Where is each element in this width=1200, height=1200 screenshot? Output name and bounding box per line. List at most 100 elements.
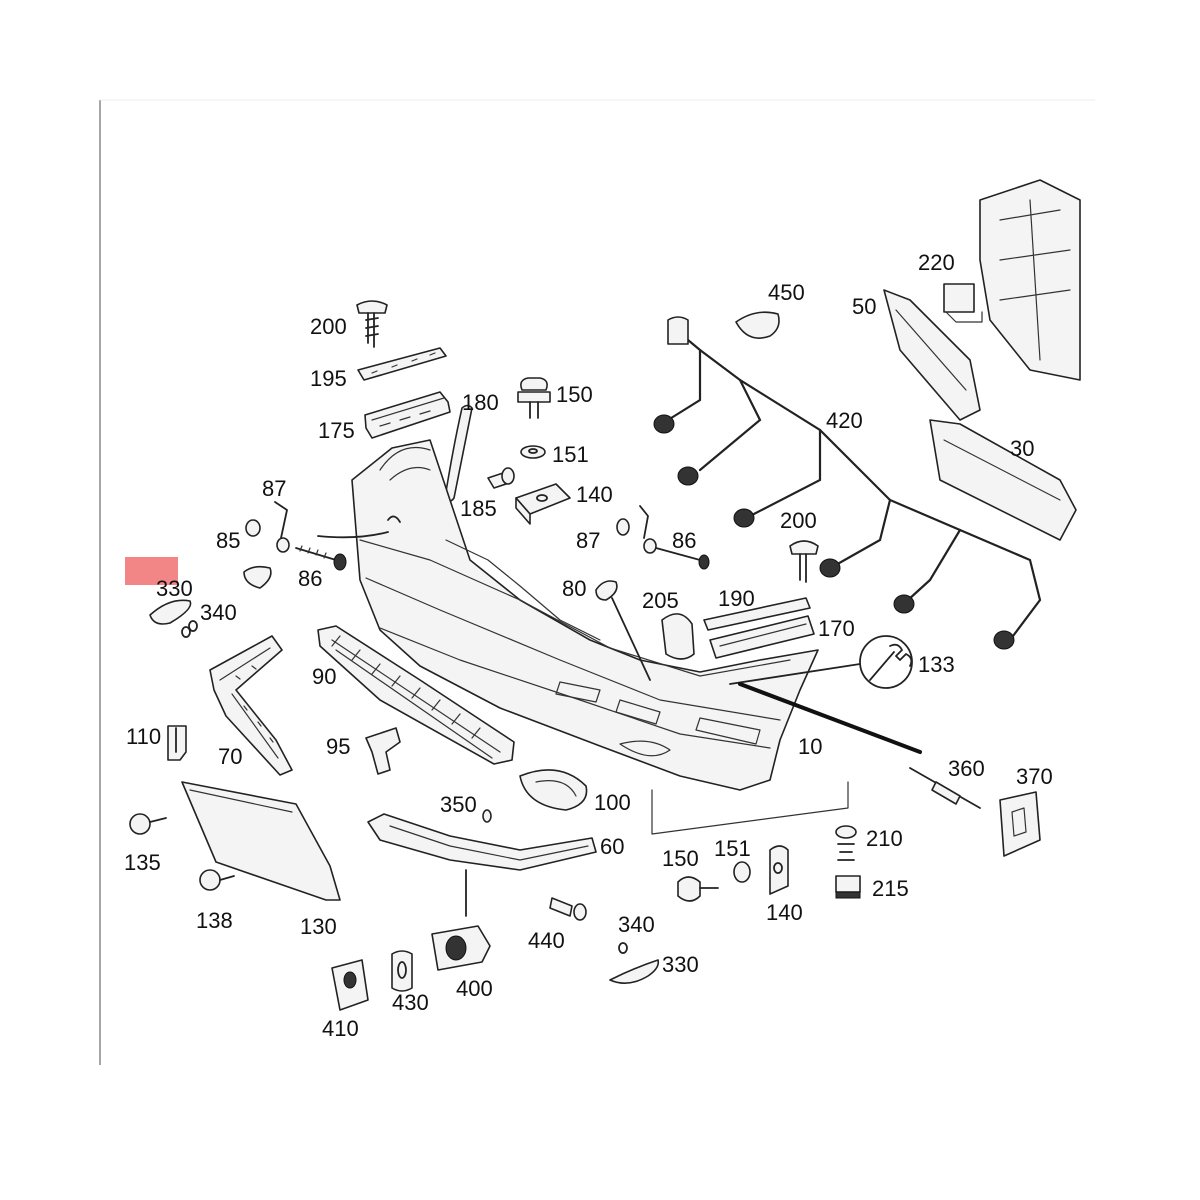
bracket-190-graphic xyxy=(703,597,811,631)
label-140-bot: 140 xyxy=(766,900,803,925)
label-151-top: 151 xyxy=(552,442,589,467)
label-138: 138 xyxy=(196,908,233,933)
label-360: 360 xyxy=(948,756,985,781)
bolt-200-top-graphic xyxy=(356,300,388,348)
label-95: 95 xyxy=(326,734,350,759)
label-86-left: 86 xyxy=(298,566,322,591)
label-135: 135 xyxy=(124,850,161,875)
label-80: 80 xyxy=(562,576,586,601)
sensor-410-graphic xyxy=(331,959,369,1011)
screw-86-mid-graphic xyxy=(655,547,710,570)
clip-185-graphic xyxy=(487,467,515,489)
clip-87-left-graphic xyxy=(245,501,290,553)
ring-430-graphic xyxy=(391,950,413,992)
label-400: 400 xyxy=(456,976,493,1001)
label-70: 70 xyxy=(218,744,242,769)
label-90: 90 xyxy=(312,664,336,689)
bracket-70-graphic xyxy=(209,635,293,776)
leader-133 xyxy=(729,663,861,685)
label-200-top: 200 xyxy=(310,314,347,339)
cap-left-graphic xyxy=(243,565,272,589)
washer-nozzle-cap-left-graphic xyxy=(149,599,198,638)
bracket-110-graphic xyxy=(167,725,187,761)
carrier-frame-graphic xyxy=(979,179,1081,381)
label-340-bot: 340 xyxy=(618,912,655,937)
label-85: 85 xyxy=(216,528,240,553)
label-150-top: 150 xyxy=(556,382,593,407)
bracket-220-graphic xyxy=(943,283,983,323)
wiring-harness-420-graphic xyxy=(653,316,1042,650)
label-30: 30 xyxy=(1010,436,1034,461)
bracket-195-graphic xyxy=(357,347,447,381)
label-215: 215 xyxy=(872,876,909,901)
label-10: 10 xyxy=(798,734,822,759)
license-plate-130-graphic xyxy=(181,781,341,901)
nut-140-bot-graphic xyxy=(769,845,789,895)
bracket-175-graphic xyxy=(364,391,451,439)
absorber-30-graphic xyxy=(929,419,1077,541)
label-195: 195 xyxy=(310,366,347,391)
bumper-cover-10-graphic xyxy=(351,439,819,791)
bracket-370-graphic xyxy=(999,791,1041,857)
label-350: 350 xyxy=(440,792,477,817)
label-205: 205 xyxy=(642,588,679,613)
cable-360 xyxy=(738,682,922,754)
wire-86-left xyxy=(317,531,389,539)
bolt-210-graphic xyxy=(835,825,857,861)
sensor-440-graphic xyxy=(549,897,587,921)
sensor-rod-360-graphic xyxy=(909,767,981,809)
label-140-top: 140 xyxy=(576,482,613,507)
label-86-mid: 86 xyxy=(672,528,696,553)
label-200-mid: 200 xyxy=(780,508,817,533)
bolt-200-mid-graphic xyxy=(789,540,819,583)
highlight-marker xyxy=(125,557,178,585)
label-410: 410 xyxy=(322,1016,359,1041)
label-430: 430 xyxy=(392,990,429,1015)
bracket-205-graphic xyxy=(661,613,695,660)
label-190: 190 xyxy=(718,586,755,611)
fog-cover-100-graphic xyxy=(519,769,588,811)
label-87-left: 87 xyxy=(262,476,286,501)
washer-151-bot-graphic xyxy=(733,861,751,883)
grille-90-graphic xyxy=(317,625,515,765)
bracket-50-graphic xyxy=(883,289,981,421)
washer-nozzle-cap-bot-graphic xyxy=(609,942,660,984)
clip-87-mid-graphic xyxy=(616,505,657,554)
label-150-bot: 150 xyxy=(662,846,699,871)
label-340-left: 340 xyxy=(200,600,237,625)
label-210: 210 xyxy=(866,826,903,851)
clip-350-graphic xyxy=(482,809,492,823)
nut-140-top-graphic xyxy=(515,483,571,525)
strip-180-graphic xyxy=(444,404,473,502)
label-450: 450 xyxy=(768,280,805,305)
label-370: 370 xyxy=(1016,764,1053,789)
nut-215-graphic xyxy=(835,875,861,899)
strip-60-graphic xyxy=(367,813,597,871)
label-170: 170 xyxy=(818,616,855,641)
label-60: 60 xyxy=(600,834,624,859)
bolt-150-bot-graphic xyxy=(677,876,719,902)
label-133: 133 xyxy=(918,652,955,677)
sensor-400-graphic xyxy=(431,925,491,971)
clip-135-graphic xyxy=(129,813,167,835)
label-180: 180 xyxy=(462,390,499,415)
screw-86-left-graphic xyxy=(295,545,347,571)
washer-151-top-graphic xyxy=(520,445,546,459)
label-87-mid: 87 xyxy=(576,528,600,553)
bracket-170-graphic xyxy=(709,615,815,659)
leader-87-left xyxy=(387,515,401,523)
bolt-150-top-graphic xyxy=(517,377,551,419)
label-330-left: 330 xyxy=(156,576,193,601)
module-450-graphic xyxy=(735,311,780,339)
label-330-bot: 330 xyxy=(662,952,699,977)
label-50: 50 xyxy=(852,294,876,319)
label-100: 100 xyxy=(594,790,631,815)
label-151-bot: 151 xyxy=(714,836,751,861)
clip-95-graphic xyxy=(365,727,401,775)
label-420: 420 xyxy=(826,408,863,433)
wrench-133-icon xyxy=(859,635,913,689)
label-185: 185 xyxy=(460,496,497,521)
label-220: 220 xyxy=(918,250,955,275)
label-130: 130 xyxy=(300,914,337,939)
